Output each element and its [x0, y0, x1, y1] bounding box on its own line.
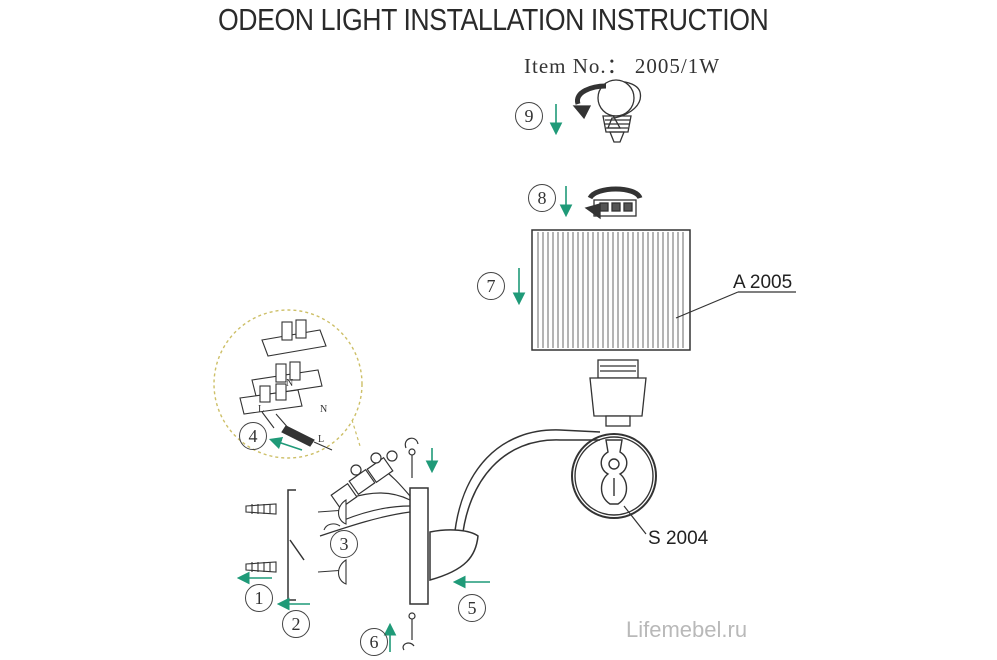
step-number-5: 5	[458, 594, 486, 622]
step-number-3: 3	[330, 530, 358, 558]
wiring-letter: L	[318, 434, 325, 445]
bulb-illustration	[572, 79, 642, 143]
wiring-letter: N	[320, 404, 328, 415]
item-number: Item No.： 2005/1W	[524, 54, 721, 78]
lamp-shade-illustration	[531, 229, 691, 351]
step-number-9: 9	[515, 102, 543, 130]
socket-illustration	[589, 359, 647, 427]
step-number-2: 2	[282, 610, 310, 638]
left-arrow-icon	[268, 436, 303, 451]
bottom-screw-illustration	[402, 612, 416, 651]
mounting-bracket-illustration	[287, 489, 305, 601]
wall-arm-illustration	[429, 429, 601, 581]
top-screw-illustration	[404, 437, 419, 478]
lamp-part-label: S 2004	[648, 528, 709, 549]
step-number-6: 6	[360, 628, 388, 656]
wiring-letter: N	[286, 378, 294, 389]
wiring-letter: L	[258, 404, 265, 415]
wall-plug-illustration	[245, 503, 277, 573]
glass-globe-illustration	[571, 433, 657, 519]
shade-ring-illustration	[584, 186, 643, 220]
screw-illustration	[317, 499, 347, 585]
watermark: Lifemebel.ru	[626, 617, 748, 642]
page-title: ODEON LIGHT INSTALLATION INSTRUCTION	[218, 2, 769, 37]
shade-part-label: A 2005	[733, 272, 793, 293]
lamp-leader-line	[623, 505, 647, 535]
step-number-7: 7	[477, 272, 505, 300]
shade-leader-line	[675, 291, 739, 319]
step-number-8: 8	[528, 184, 556, 212]
wiring-detail-inset	[213, 309, 363, 459]
step-number-4: 4	[239, 422, 267, 450]
wall-plate-illustration	[409, 487, 429, 605]
step-number-1: 1	[245, 584, 273, 612]
terminal-block-illustration	[319, 450, 411, 537]
